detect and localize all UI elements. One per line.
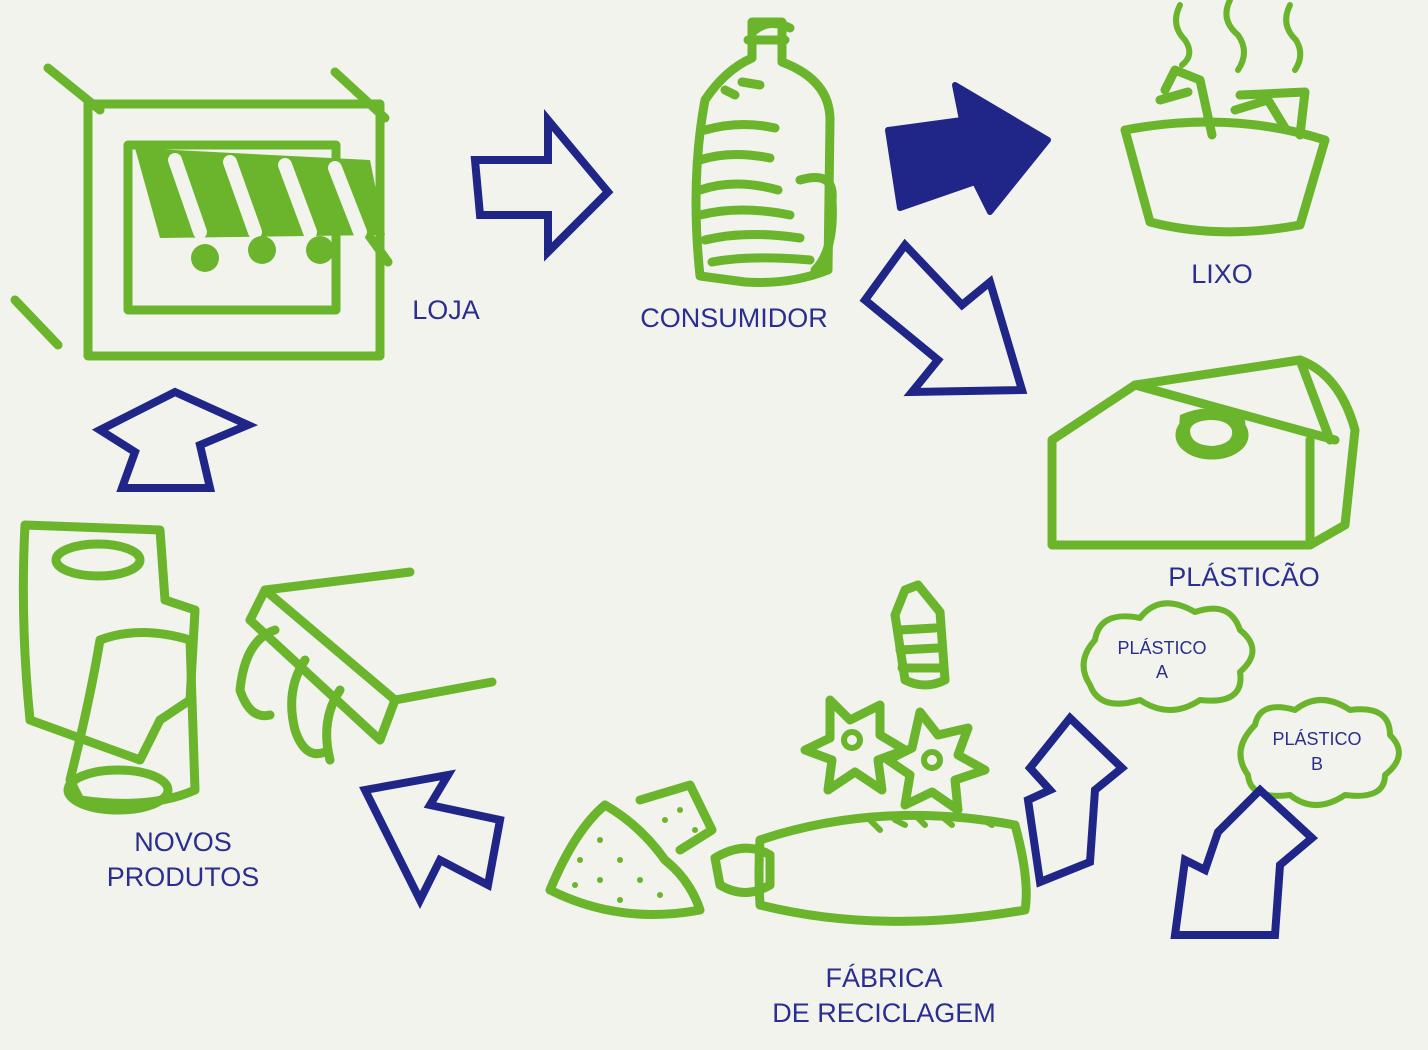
fabrica-label-line1: FÁBRICA (825, 963, 942, 993)
novos-label-line1: NOVOS (134, 827, 232, 857)
bottle-hand-icon (696, 22, 832, 283)
lixo-label: LIXO (1191, 259, 1253, 289)
plastico-a-label-line1: PLÁSTICO (1117, 638, 1206, 658)
arrow-icon (1175, 790, 1312, 935)
plastico-b-label-line2: B (1311, 754, 1323, 774)
arrow-icon (1028, 718, 1122, 882)
arrow-icon (365, 775, 500, 900)
fabrica-label-line2: DE RECICLAGEM (772, 998, 996, 1028)
loja-label: LOJA (412, 295, 480, 325)
arrow-icon (100, 392, 248, 488)
shredded-plastic-icon (550, 785, 712, 915)
arrow-icon (475, 120, 608, 252)
arrow-icon (865, 245, 1022, 392)
trash-bin-icon (1125, 0, 1325, 232)
plasticao-label: PLÁSTICÃO (1168, 561, 1320, 592)
consumidor-label: CONSUMIDOR (640, 303, 828, 333)
plastic-container-icon (1052, 360, 1355, 545)
novos-label-line2: PRODUTOS (107, 862, 260, 892)
arrow-icon (888, 85, 1048, 212)
plastico-a-label-line2: A (1156, 662, 1168, 682)
plastico-b-label-line1: PLÁSTICO (1272, 729, 1361, 749)
new-products-icon (23, 525, 492, 810)
store-icon (15, 68, 388, 356)
recycling-machine-icon (715, 585, 1026, 921)
